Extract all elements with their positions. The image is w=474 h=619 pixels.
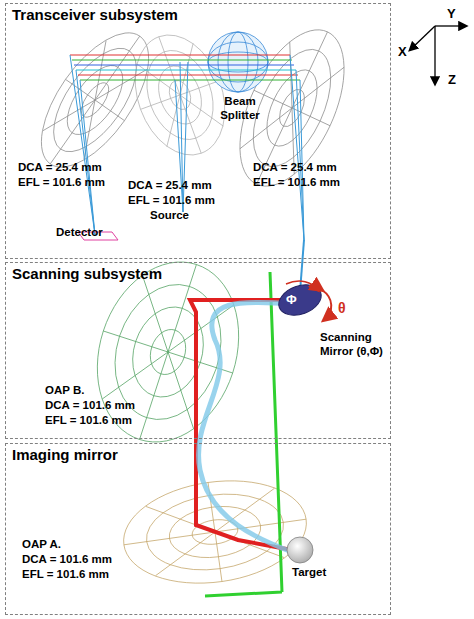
theta-arrow [322,290,331,320]
dimension: EFL = 101.6 mm [45,413,132,427]
axis-label: Z [448,72,456,87]
dimension: DCA = 25.4 mm [253,160,337,174]
phi-arrow [286,281,318,290]
part-name: OAP B. [45,383,84,397]
dimension: EFL = 101.6 mm [128,193,215,207]
part-name: Scanning Mirror (θ,Φ) [320,330,390,358]
part-name: Beam Splitter [214,94,266,122]
dimension: EFL = 101.6 mm [253,175,340,189]
beams-scanning [190,272,292,596]
oap-small-left [21,15,169,184]
target-sphere [287,537,313,563]
angle-symbol: θ [338,300,346,316]
dimension: EFL = 101.6 mm [18,175,105,189]
part-name: Target [292,565,326,579]
section-heading: Scanning subsystem [12,265,162,282]
section-heading: Transceiver subsystem [12,6,178,23]
dimension: DCA = 101.6 mm [22,552,112,566]
part-name: Source [150,208,189,222]
section-heading: Imaging mirror [12,446,118,463]
axes [410,26,466,84]
dimension: DCA = 101.6 mm [45,398,135,412]
subsystem-group: Transceiver subsystem [5,3,391,259]
angle-symbol: Φ [286,292,297,307]
part-name: Detector [56,225,103,239]
dimension: DCA = 25.4 mm [18,160,102,174]
axis-label: Y [447,6,456,21]
dimension: EFL = 101.6 mm [22,567,109,581]
part-name: OAP A. [22,537,61,551]
axis-label: X [398,44,407,59]
beams-transceiver [70,55,304,292]
subsystem-group: Imaging mirror [5,443,391,615]
beam-splitter-symbol [208,32,268,92]
dimension: DCA = 25.4 mm [128,178,212,192]
scanning-mirror [275,279,326,320]
